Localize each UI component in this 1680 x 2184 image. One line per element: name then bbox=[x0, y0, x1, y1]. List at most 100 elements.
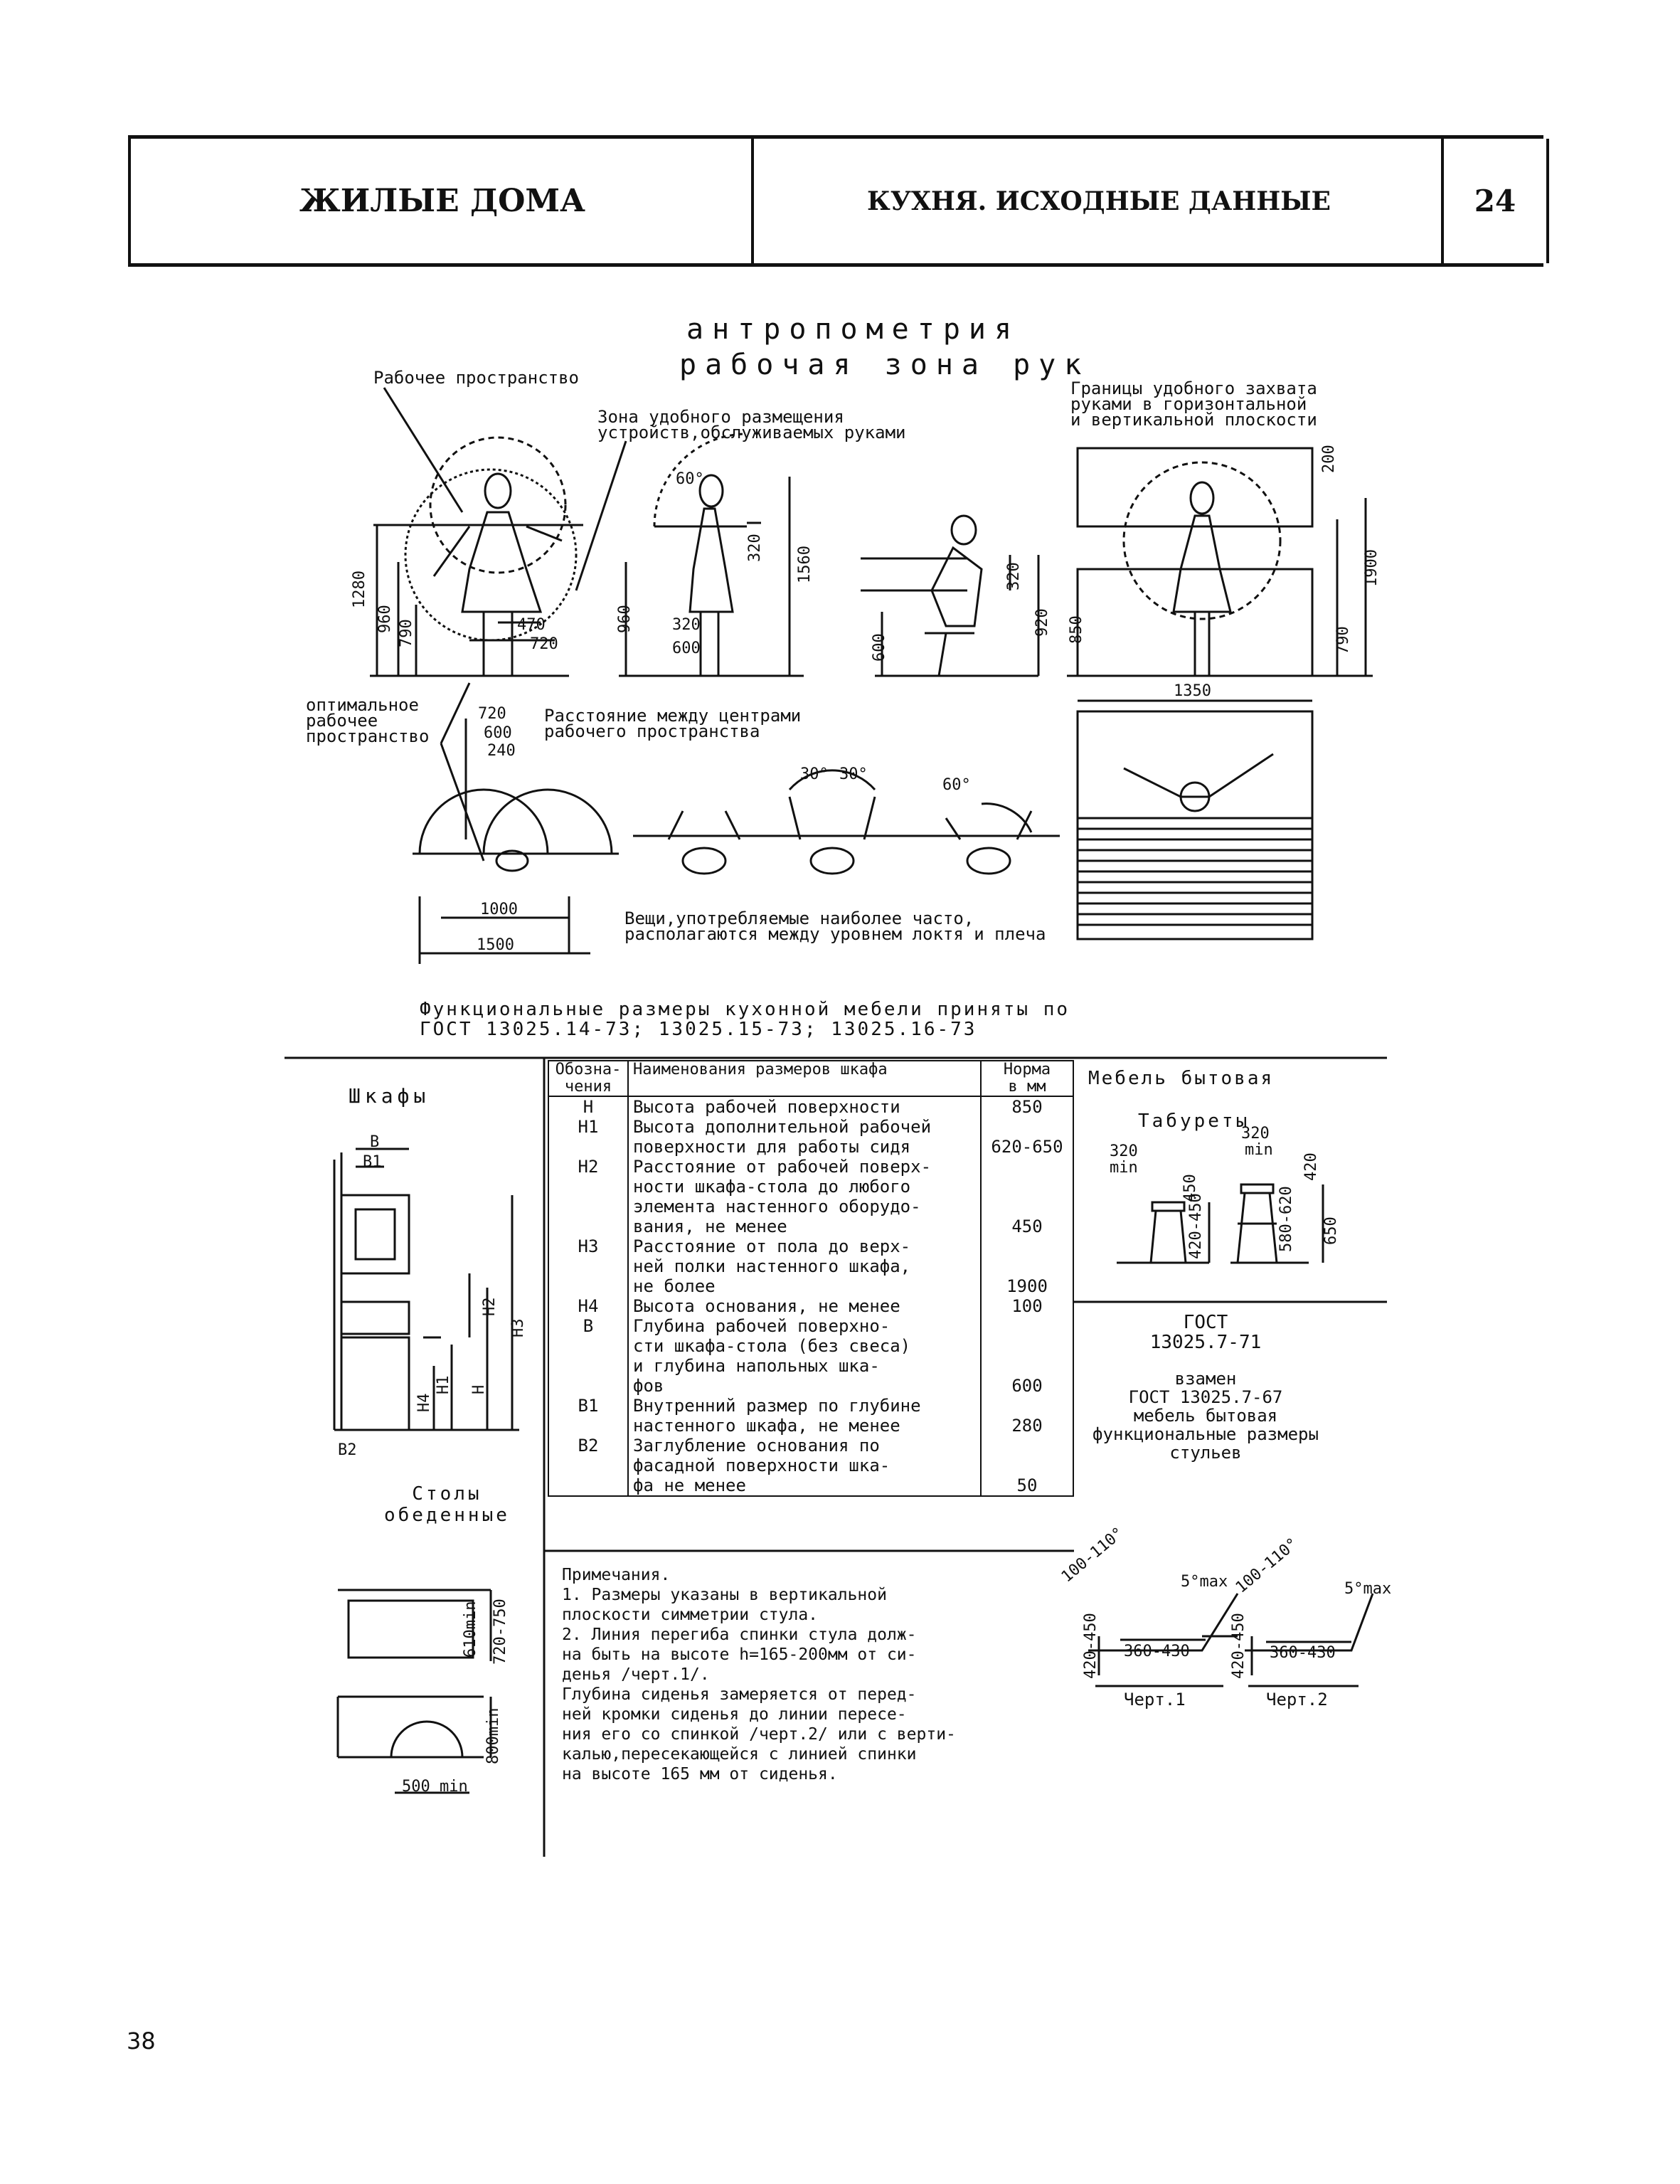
stool-dim-650: 650 bbox=[1322, 1216, 1340, 1245]
stool-dim-450: 450 bbox=[1181, 1174, 1199, 1202]
dim-600b: 600 bbox=[871, 633, 888, 662]
row-code: H2 bbox=[548, 1157, 629, 1236]
sheet-number: 24 bbox=[1441, 139, 1549, 263]
row-value: 280 bbox=[980, 1396, 1074, 1436]
dim-790a: 790 bbox=[398, 619, 415, 647]
household-title: Мебель бытовая bbox=[1088, 1068, 1275, 1089]
stool-dim-320b: 320 bbox=[1241, 1125, 1270, 1143]
stool-dim-580-620: 580-620 bbox=[1277, 1186, 1295, 1252]
hatched-plan bbox=[1076, 710, 1314, 940]
notes-line: ней кромки сиденья до линии пересе- bbox=[562, 1705, 907, 1724]
figure-1-label: Черт.1 bbox=[1124, 1690, 1186, 1709]
table-dim-720-750: 720-750 bbox=[491, 1599, 509, 1665]
row-name: Высота основания, не менее bbox=[627, 1296, 982, 1316]
row-code: B1 bbox=[548, 1396, 629, 1436]
chair-d-2: 360-430 bbox=[1270, 1644, 1336, 1662]
dining-tables-title: Столы обеденные bbox=[384, 1483, 510, 1526]
page-number: 38 bbox=[127, 2027, 156, 2055]
section-title: ЖИЛЫЕ ДОМА bbox=[128, 139, 754, 263]
stool-dim-420: 420 bbox=[1302, 1152, 1320, 1181]
label-H: H bbox=[470, 1385, 488, 1394]
row-value: 620-650 bbox=[980, 1117, 1074, 1157]
work-space-label: Рабочее пространство bbox=[373, 368, 579, 388]
stool-dim-min-b: min bbox=[1245, 1141, 1273, 1159]
chair-max-2: 5°max bbox=[1344, 1580, 1391, 1598]
notes-block: Примечания. 1. Размеры указаны в вертика… bbox=[562, 1565, 1031, 1784]
angle-60a: 60° bbox=[676, 470, 704, 488]
row-name: Глубина рабочей поверхно- сти шкафа-стол… bbox=[627, 1316, 982, 1396]
optimal-space-label: оптимальное рабочее пространство bbox=[306, 695, 430, 746]
chair-h-2: 420-450 bbox=[1230, 1613, 1248, 1679]
label-H4: H4 bbox=[415, 1394, 433, 1413]
label-B1: B1 bbox=[363, 1153, 382, 1171]
chair-d-1: 360-430 bbox=[1124, 1643, 1190, 1660]
notes-line: ния его со спинкой /черт.2/ или с верти- bbox=[562, 1725, 956, 1744]
label-H3: H3 bbox=[509, 1319, 527, 1338]
dim-600c: 600 bbox=[484, 724, 512, 742]
dim-320c: 320 bbox=[1005, 562, 1023, 590]
row-name: Расстояние от пола до верх- ней полки на… bbox=[627, 1236, 982, 1296]
label-B: B bbox=[370, 1133, 379, 1151]
row-value: 1900 bbox=[980, 1236, 1074, 1296]
angle-30a: 30° bbox=[800, 765, 829, 783]
row-code: B bbox=[548, 1316, 629, 1396]
dim-1900: 1900 bbox=[1363, 549, 1381, 587]
table-dim-610: 610min bbox=[462, 1601, 479, 1658]
dim-1000: 1000 bbox=[480, 901, 518, 918]
table-dim-500: 500 min bbox=[402, 1778, 468, 1796]
dim-600a: 600 bbox=[672, 640, 701, 657]
anthropometry-title: антропометрия bbox=[686, 313, 1021, 346]
things-note: Вещи,употребляемые наиболее часто, распо… bbox=[624, 908, 1046, 944]
leader-line bbox=[440, 743, 485, 862]
functional-note: Функциональные размеры кухонной мебели п… bbox=[420, 999, 1070, 1040]
dim-720a: 720 bbox=[530, 635, 558, 653]
notes-line: денья /черт.1/. bbox=[562, 1665, 710, 1684]
row-name: Высота дополнительной рабочей поверхност… bbox=[627, 1117, 982, 1157]
table-dim-800: 800min bbox=[484, 1708, 502, 1764]
row-code: B2 bbox=[548, 1436, 629, 1497]
arm-zone-title: рабочая зона рук bbox=[679, 349, 1090, 381]
row-value: 50 bbox=[980, 1436, 1074, 1497]
stools-title: Табуреты bbox=[1138, 1110, 1250, 1132]
notes-line: на высоте 165 мм от сиденья. bbox=[562, 1765, 838, 1783]
chair-max-1: 5°max bbox=[1181, 1573, 1228, 1591]
figure-grip-bounds bbox=[1067, 447, 1373, 702]
row-name: Внутренний размер по глубине настенного … bbox=[627, 1396, 982, 1436]
dim-1350: 1350 bbox=[1174, 682, 1211, 700]
dim-960b: 960 bbox=[616, 605, 634, 633]
center-distance-label: Расстояние между центрами рабочего прост… bbox=[544, 706, 802, 741]
dim-960a: 960 bbox=[376, 605, 394, 633]
angle-30b: 30° bbox=[839, 765, 868, 783]
dim-920: 920 bbox=[1033, 608, 1051, 637]
notes-line: на быть на высоте h=165-200мм от си- bbox=[562, 1645, 917, 1664]
row-value: 450 bbox=[980, 1157, 1074, 1236]
col-header-name: Наименования размеров шкафа bbox=[627, 1060, 982, 1097]
dim-1560: 1560 bbox=[796, 546, 814, 583]
gost-title: ГОСТ 13025.7-71 bbox=[1149, 1312, 1262, 1353]
cabinets-title: Шкафы bbox=[349, 1084, 430, 1108]
stool-dim-min-a: min bbox=[1110, 1159, 1138, 1177]
figure-standing-front bbox=[370, 436, 583, 677]
comfort-zone-label: Зона удобного размещения устройств,обслу… bbox=[597, 407, 906, 442]
row-code: H bbox=[548, 1096, 629, 1117]
angle-60b: 60° bbox=[942, 776, 971, 794]
notes-line: Глубина сиденья замеряется от перед- bbox=[562, 1685, 917, 1704]
dim-240: 240 bbox=[487, 742, 516, 760]
dim-200: 200 bbox=[1320, 445, 1338, 473]
notes-line: 1. Размеры указаны в вертикальной bbox=[562, 1586, 887, 1604]
dim-320b: 320 bbox=[746, 534, 764, 562]
dim-1500: 1500 bbox=[477, 936, 514, 954]
row-code: H3 bbox=[548, 1236, 629, 1296]
dim-470: 470 bbox=[517, 616, 546, 634]
cabinet-dimensions-table: Обозна- чения Наименования размеров шкаф… bbox=[548, 1060, 1074, 1497]
notes-line: плоскости симметрии стула. bbox=[562, 1606, 819, 1624]
